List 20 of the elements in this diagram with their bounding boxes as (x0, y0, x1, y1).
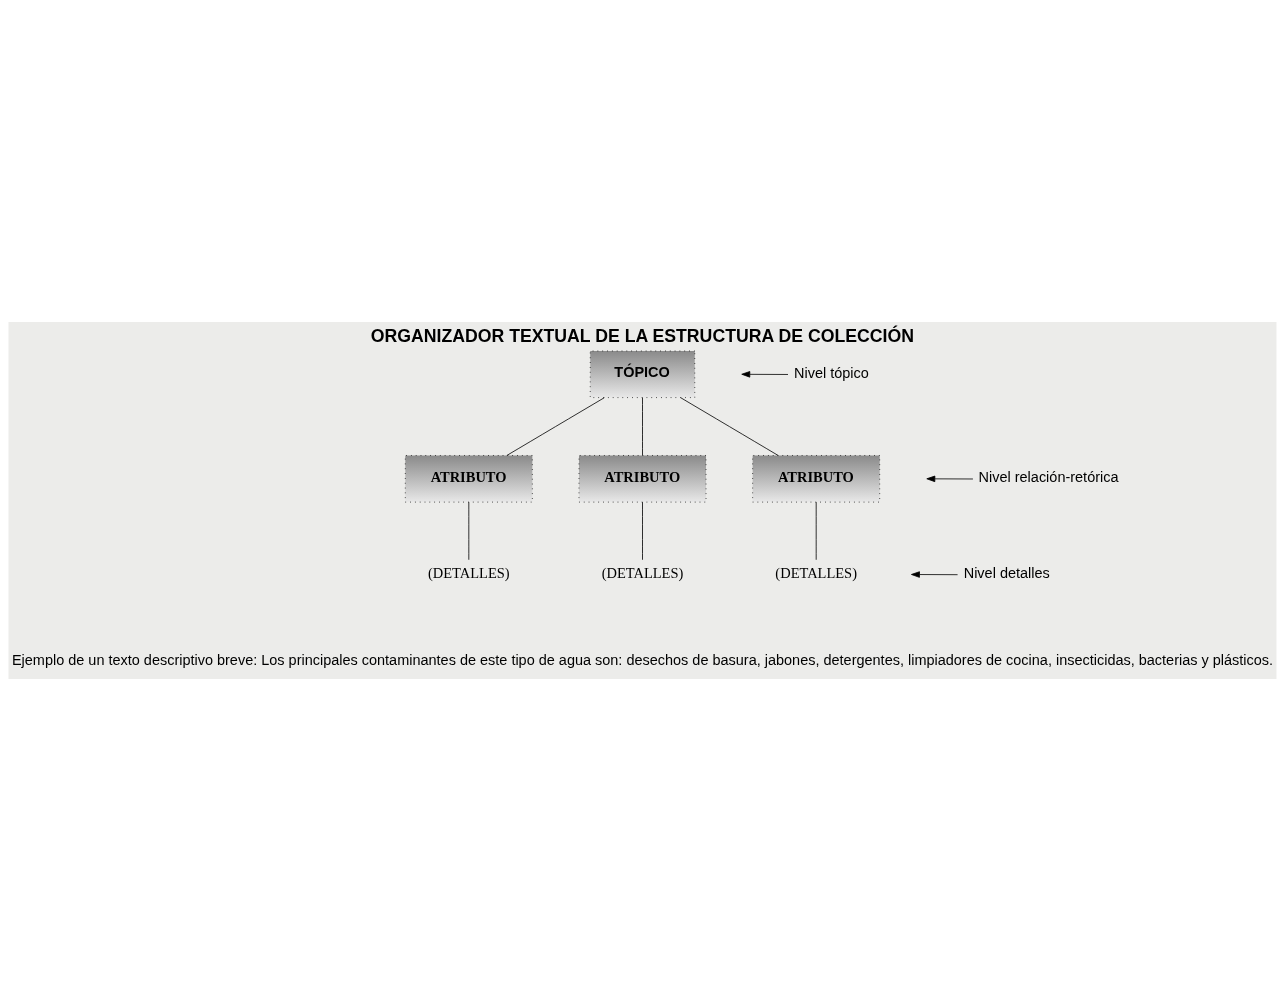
connector (468, 501, 470, 560)
node-text: (DETALLES) (428, 564, 510, 581)
label: Ejemplo de un texto descriptivo breve: Los principales contaminantes de este tipo de agua son: desechos de basura, jabones, detergentes, limpiadores de cocina, insecticidas, bacterias y plásticos. (11, 651, 1274, 668)
node-text: Nivel relación-retórica (978, 468, 1119, 485)
arrow (926, 475, 974, 482)
connector (506, 396, 605, 456)
arrow (741, 370, 789, 378)
node-box: ATRIBUTO (578, 454, 707, 502)
node-text: Nivel tópico (794, 364, 869, 381)
diagram-title: ORGANIZADOR TEXTUAL DE LA ESTRUCTURA DE COLECCIÓN (370, 325, 914, 346)
node-text: Nivel detalles (963, 564, 1050, 581)
connector (680, 396, 779, 456)
node-box: ATRIBUTO (752, 454, 881, 502)
connector (642, 396, 643, 456)
node-text: (DETALLES) (601, 564, 684, 581)
node-box: TÓPICO (589, 350, 696, 398)
node-text: (DETALLES) (775, 564, 857, 581)
arrow (911, 570, 958, 578)
connector (642, 501, 643, 560)
node-box: ATRIBUTO (404, 454, 533, 502)
